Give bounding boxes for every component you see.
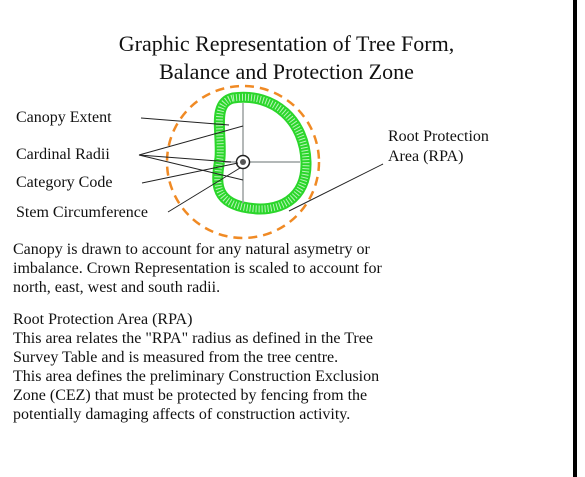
rpa-note-line-5: potentially damaging affects of construc… bbox=[13, 406, 351, 423]
rpa-note-line-4: Zone (CEZ) that must be protected by fen… bbox=[13, 387, 368, 404]
label-rpa-line-1: Root Protection bbox=[388, 128, 489, 145]
canopy-note-line-3: north, east, west and south radii. bbox=[13, 279, 221, 296]
leader-radii-north bbox=[138, 125, 244, 156]
label-cardinal-radii: Cardinal Radii bbox=[16, 146, 110, 163]
rpa-note-line-2: Survey Table and is measured from the tr… bbox=[13, 349, 339, 366]
rpa-circle bbox=[165, 84, 321, 240]
label-rpa-line-2: Area (RPA) bbox=[388, 148, 464, 165]
canopy-note-line-1: Canopy is drawn to account for any natur… bbox=[13, 241, 370, 258]
title-line-2: Balance and Protection Zone bbox=[159, 59, 414, 84]
canopy-note-line-2: imbalance. Crown Representation is scale… bbox=[13, 260, 382, 277]
leader-stem-circumference bbox=[167, 167, 241, 213]
leader-radii-south bbox=[138, 154, 244, 181]
leader-category-code bbox=[141, 162, 239, 184]
leader-radii-west bbox=[138, 154, 232, 163]
stem-centre bbox=[240, 159, 246, 165]
rpa-note: Root Protection Area (RPA) This area rel… bbox=[13, 310, 543, 424]
leader-rpa bbox=[288, 163, 384, 212]
label-category-code: Category Code bbox=[16, 174, 113, 191]
right-border bbox=[573, 0, 577, 477]
tree-diagram bbox=[138, 84, 384, 240]
rpa-note-line-3: This area defines the preliminary Constr… bbox=[13, 368, 380, 385]
label-canopy-extent: Canopy Extent bbox=[16, 109, 112, 126]
leader-canopy-extent bbox=[140, 117, 230, 126]
label-stem-circumference: Stem Circumference bbox=[16, 204, 148, 221]
page-title: Graphic Representation of Tree Form, Bal… bbox=[0, 30, 573, 86]
rpa-note-line-1: This area relates the "RPA" radius as de… bbox=[13, 330, 373, 347]
title-line-1: Graphic Representation of Tree Form, bbox=[118, 31, 455, 56]
canopy-outline bbox=[212, 91, 312, 215]
rpa-note-heading: Root Protection Area (RPA) bbox=[13, 311, 193, 328]
canopy-note: Canopy is drawn to account for any natur… bbox=[13, 240, 543, 297]
